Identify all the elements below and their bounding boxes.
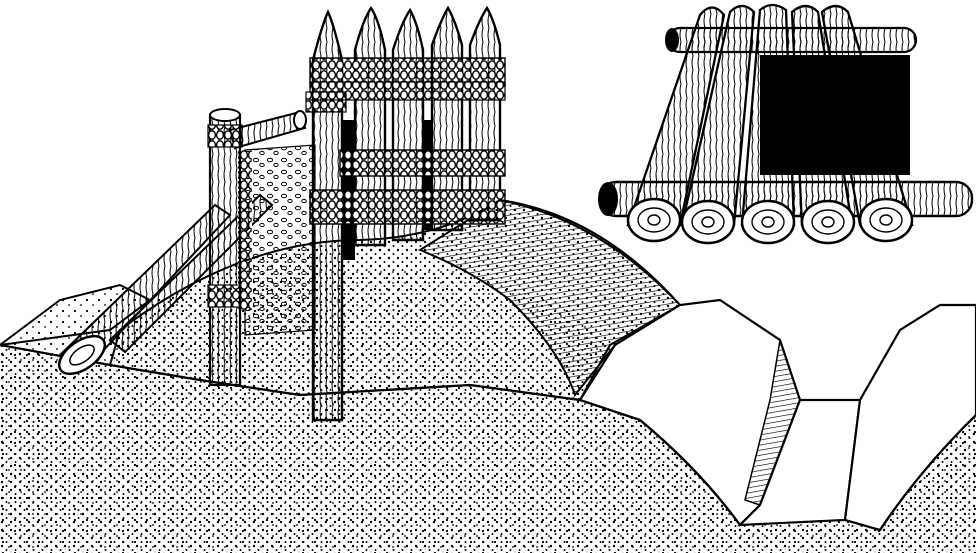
- inner-frame: [207, 108, 307, 387]
- palisade-stakes: [305, 5, 506, 422]
- rope-lashing: [309, 189, 506, 225]
- ditch-hatched-wall: [744, 339, 801, 506]
- palisade-stake: [468, 5, 502, 222]
- rope-lashing: [339, 149, 506, 177]
- raft-log: [740, 3, 796, 245]
- foreground-ground: [0, 345, 976, 553]
- raft-log: [626, 6, 726, 243]
- rampart-slope-face: [417, 198, 682, 398]
- raft-log: [680, 4, 756, 245]
- frame-post-left: [208, 113, 242, 387]
- rope-lashing: [309, 81, 506, 101]
- raft-log: [790, 4, 856, 245]
- inset-log-raft: [598, 3, 974, 245]
- raft-log: [820, 4, 914, 243]
- ditch-floor: [737, 398, 862, 527]
- gravel-fill: [244, 144, 316, 336]
- rope-binding: [207, 124, 243, 148]
- ground-earthworks: [0, 198, 976, 553]
- brace-log-end: [57, 334, 107, 376]
